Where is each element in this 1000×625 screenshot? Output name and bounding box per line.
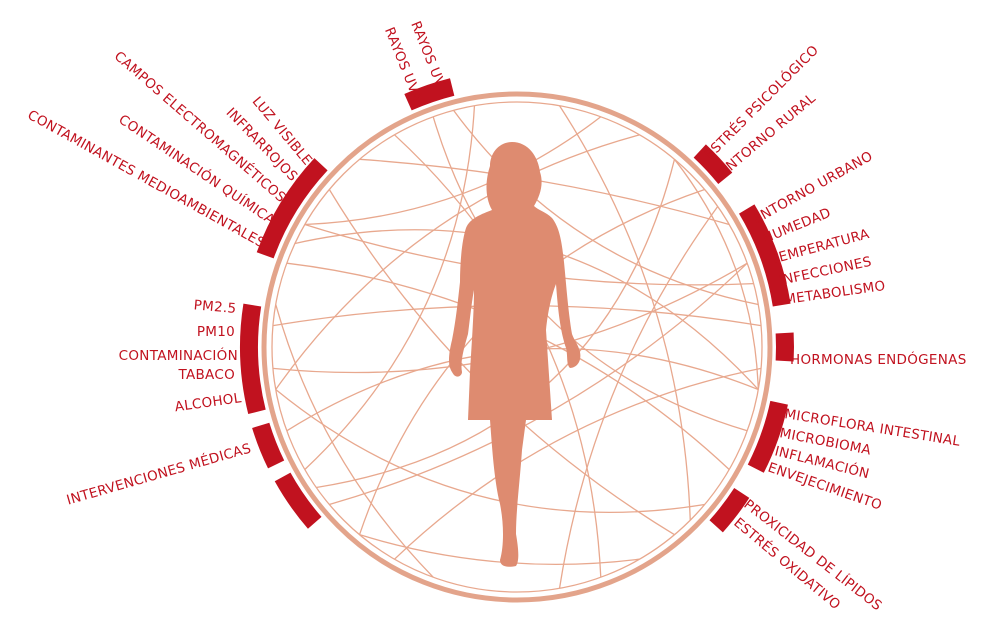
label-group-hormones: HORMONAS ENDÓGENAS	[790, 350, 967, 368]
connection-line	[673, 158, 759, 390]
connection-line	[329, 262, 748, 506]
bar-microbiome	[747, 400, 788, 473]
connection-line	[275, 389, 705, 513]
connection-line	[275, 304, 434, 578]
connection-line	[394, 367, 762, 560]
label-alcohol: ALCOHOL	[174, 390, 243, 415]
connection-line	[432, 116, 748, 432]
label-pm10: PM10	[197, 324, 235, 340]
woman-silhouette-icon	[449, 142, 581, 567]
connection-line	[275, 134, 640, 390]
label-intervenciones-medicas: INTERVENCIONES MÉDICAS	[65, 440, 254, 509]
label-group-environment-left: LUZ VISIBLE INFRARROJOS CAMPOS ELECTROMA…	[25, 48, 315, 252]
bar-oxidative	[709, 488, 750, 533]
label-group-oxidative: PROXICIDAD DE LÍPIDOS ESTRÉS OXIDATIVO	[730, 496, 885, 615]
label-group-medical: INTERVENCIONES MÉDICAS	[65, 440, 254, 509]
connection-line	[558, 105, 691, 521]
bar-psych	[693, 144, 733, 185]
connection-line	[304, 116, 602, 226]
label-proxicidad-lipidos: PROXICIDAD DE LÍPIDOS	[741, 496, 886, 615]
connection-line	[359, 158, 730, 226]
label-group-microbiome: MICROFLORA INTESTINAL MICROBIOMA INFLAMA…	[766, 406, 962, 514]
label-hormonas-endogenas: HORMONAS ENDÓGENAS	[790, 350, 967, 368]
outer-ring	[261, 91, 773, 603]
label-pm25: PM2.5	[193, 297, 237, 317]
bar-radiation	[404, 78, 455, 111]
bar-medical-1	[252, 422, 285, 469]
bar-environment-left	[256, 158, 328, 259]
connection-line	[304, 105, 476, 470]
connection-line	[558, 206, 719, 589]
label-group-pollution: PM2.5 PM10 CONTAMINACIÓN TABACO ALCOHOL	[119, 297, 243, 415]
connection-line	[453, 109, 759, 306]
bar-pollution	[240, 303, 266, 415]
bar-medical-2	[274, 472, 322, 529]
bar-hormones	[775, 332, 794, 362]
label-contaminacion: CONTAMINACIÓN	[119, 346, 238, 364]
label-tabaco: TABACO	[177, 367, 235, 383]
inner-ring	[271, 101, 763, 593]
bar-environment-right	[739, 204, 791, 307]
connection-line	[359, 534, 640, 566]
category-bars	[240, 78, 794, 533]
